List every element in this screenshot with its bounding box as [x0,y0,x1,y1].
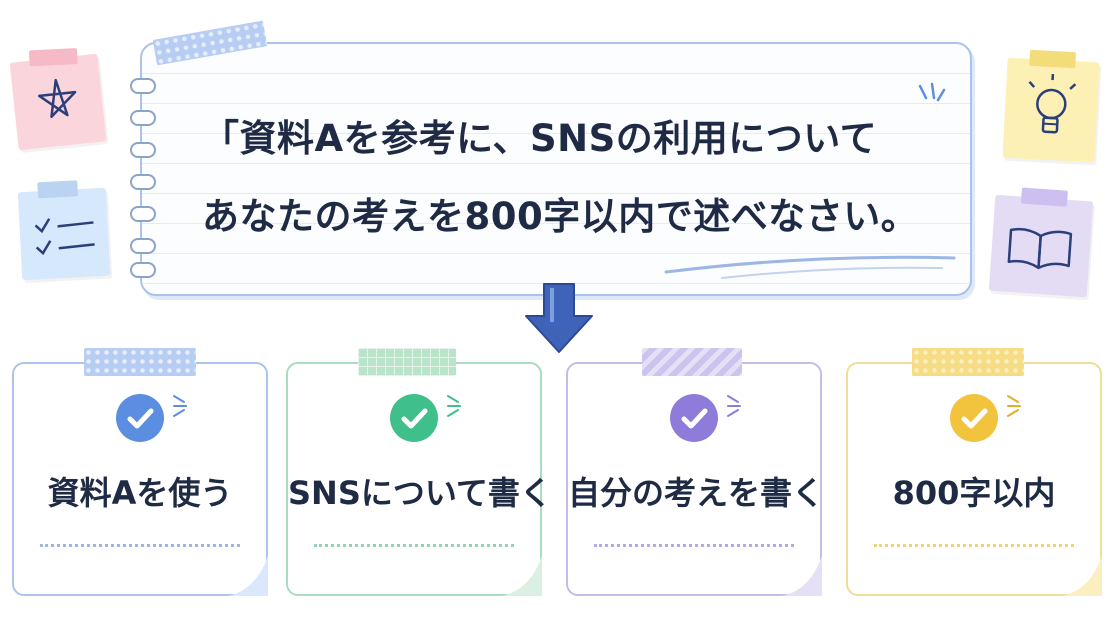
checklist-card-length: 800字以内 [846,348,1102,596]
checklist-label: 800字以内 [892,474,1056,512]
down-arrow-icon [525,283,593,353]
check-badge [670,394,718,442]
checkmark-icon [961,408,988,429]
checkmark-icon [681,408,708,429]
prompt-card: 「資料Aを参考に、SNSの利用について あなたの考えを800字以内で述べなさい。 [130,20,972,296]
blue-sticky-note [17,180,111,281]
yellow-sticky-note [1002,49,1100,163]
checklist-label: 自分の考えを書く [568,474,825,512]
washi-tape [642,348,742,376]
page-curl [228,556,268,596]
binder-ring [130,238,156,254]
sparkle-lines-icon [1007,395,1021,417]
underline-stroke [664,255,956,279]
check-badge [116,394,164,442]
checkmark-icon [127,408,154,429]
binder-ring [130,262,156,278]
star-doodle-icon [38,78,77,119]
check-badge [950,394,998,442]
sparkle-lines-icon [173,395,187,417]
dotted-divider [314,544,514,547]
check-badge [390,394,438,442]
lightbulb-icon [1028,73,1077,134]
binder-ring [130,78,156,94]
checklist-doodle-icon [34,218,95,256]
prompt-text-line-1: 「資料Aを参考に、SNSの利用について [202,117,878,160]
checklist-card-material: 資料Aを使う [12,348,268,596]
checklist-card-opinion: 自分の考えを書く [566,348,825,596]
checklist-label: SNSについて書く [288,474,552,512]
washi-tape [912,348,1024,376]
binder-ring [130,142,156,158]
blue-washi-tape [152,20,268,66]
page-curl [1062,556,1102,596]
washi-tape [358,348,456,376]
binder-ring [130,174,156,190]
open-book-icon [1007,227,1073,270]
checkmark-icon [401,408,428,429]
checklist-card-sns: SNSについて書く [286,348,552,596]
dotted-divider [874,544,1074,547]
sparkle-lines-icon [918,82,946,102]
dotted-divider [40,544,240,547]
sparkle-lines-icon [727,395,741,417]
checklist-label: 資料Aを使う [47,474,233,512]
binder-ring [130,206,156,222]
dotted-divider [594,544,794,547]
binder-ring [130,110,156,126]
page-curl [502,556,542,596]
page-curl [782,556,822,596]
sparkle-lines-icon [447,395,461,417]
pink-sticky-note [9,48,107,151]
prompt-text-line-2: あなたの考えを800字以内で述べなさい。 [202,195,919,238]
washi-tape [84,348,196,376]
purple-sticky-note [988,187,1094,298]
